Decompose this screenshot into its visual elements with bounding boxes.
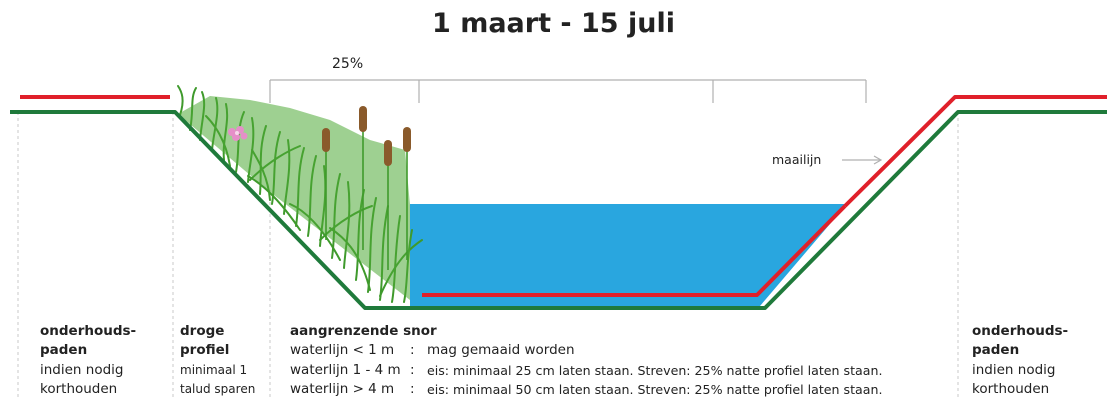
bracket-label: 25% [332, 56, 364, 72]
column-separators [17, 112, 959, 400]
ditch-profile-line [10, 110, 1107, 310]
left-paths-heading-1: onderhouds- [40, 323, 137, 339]
dry-profile-heading-1: droge [180, 323, 225, 339]
row-1-separator: : [410, 342, 415, 358]
left-paths-heading-2: paden [40, 342, 88, 358]
right-paths-line-1: indien nodig [972, 362, 1056, 378]
mowing-line [20, 95, 1107, 297]
right-paths-heading-2: paden [972, 342, 1020, 358]
left-paths-line-1: indien nodig [40, 362, 124, 378]
dry-profile-heading-2: profiel [180, 342, 230, 358]
right-paths-heading-1: onderhouds- [972, 323, 1069, 339]
mowing-line-arrow [842, 155, 883, 165]
row-3-rule: eis: minimaal 50 cm laten staan. Streven… [427, 382, 883, 397]
left-paths-line-2: korthouden [40, 381, 118, 397]
cattail-plants [322, 106, 411, 270]
row-3-separator: : [410, 381, 415, 397]
row-1-condition: waterlijn < 1 m [290, 342, 395, 358]
water-area [410, 204, 847, 306]
row-2-separator: : [410, 362, 415, 378]
adjacent-strip-heading: aangrenzende snor [290, 323, 437, 339]
row-1-rule: mag gemaaid worden [427, 342, 575, 358]
flower-icon [228, 126, 248, 141]
row-2-condition: waterlijn 1 - 4 m [290, 362, 401, 378]
dry-profile-line-1: minimaal 1 [180, 363, 248, 377]
percentage-bracket [269, 79, 867, 103]
dry-profile-line-2: talud sparen [180, 382, 256, 396]
reed-fill [178, 96, 410, 300]
right-paths-line-2: korthouden [972, 381, 1050, 397]
row-3-condition: waterlijn > 4 m [290, 381, 395, 397]
mowing-line-label: maailijn [772, 152, 822, 167]
row-2-rule: eis: minimaal 25 cm laten staan. Streven… [427, 363, 883, 378]
diagram-title: 1 maart - 15 juli [432, 8, 675, 39]
